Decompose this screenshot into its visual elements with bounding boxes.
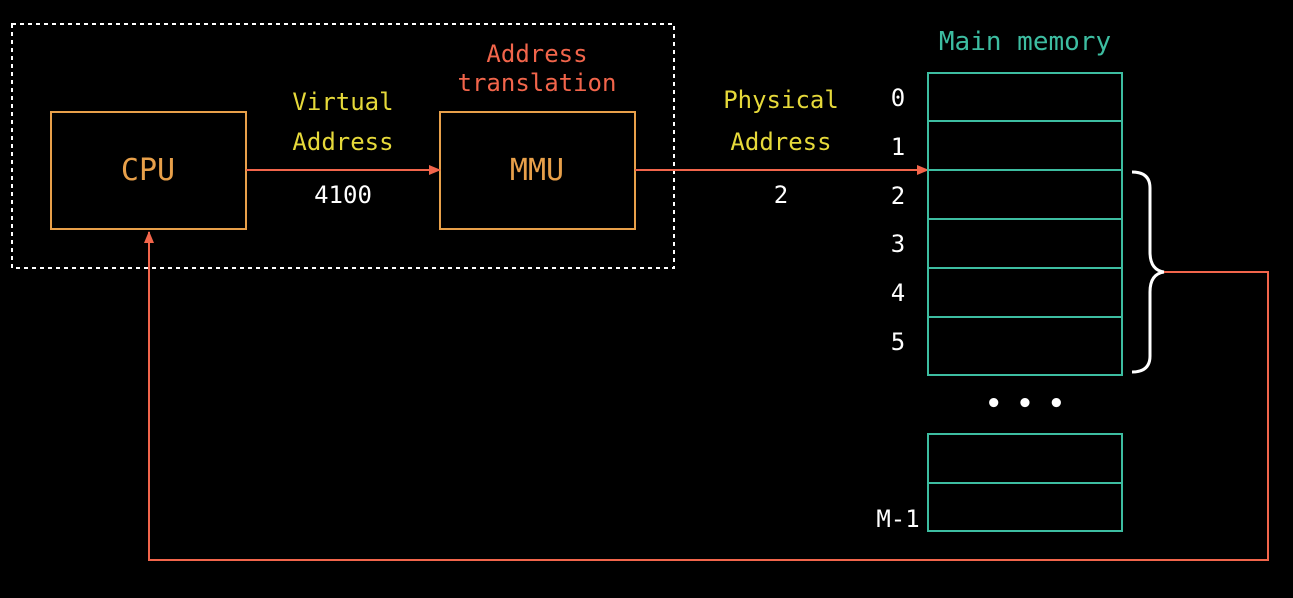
physical-address-value: 2 [774, 181, 788, 209]
memory-row-label: 4 [891, 279, 905, 307]
memory-ellipsis: • • • [986, 389, 1064, 419]
return-data-arrow [144, 231, 1269, 561]
memory-last-label: M-1 [876, 505, 919, 533]
virtual-address-label-line-1: Virtual [292, 88, 393, 116]
memory-cell [927, 433, 1123, 484]
memory-cell [927, 218, 1123, 269]
cpu-label: CPU [121, 153, 175, 188]
mmu-label: MMU [510, 153, 564, 188]
virtual-address-value: 4100 [314, 181, 372, 209]
memory-cell [927, 316, 1123, 376]
right-curly-brace-icon [1131, 170, 1165, 374]
memory-row-label: 5 [891, 328, 905, 356]
physical-address-label-line-2: Address [730, 128, 831, 156]
memory-cell [927, 169, 1123, 220]
mmu-caption-line-1: Address [486, 40, 587, 68]
mmu-caption-line-2: translation [458, 69, 617, 97]
memory-row-label: 1 [891, 133, 905, 161]
cpu-box: CPU [50, 111, 247, 230]
memory-upper-block [927, 72, 1123, 376]
cpu-chip-boundary [11, 23, 675, 269]
memory-row-label: 2 [891, 182, 905, 210]
virtual-address-label-line-2: Address [292, 128, 393, 156]
memory-row-label: 0 [891, 84, 905, 112]
memory-lower-block [927, 433, 1123, 532]
memory-cell [927, 72, 1123, 122]
memory-cell [927, 482, 1123, 532]
mmu-box: MMU [439, 111, 636, 230]
physical-address-label-line-1: Physical [723, 86, 839, 114]
memory-row-label: 3 [891, 230, 905, 258]
main-memory-title: Main memory [939, 27, 1111, 57]
memory-cell [927, 267, 1123, 318]
memory-cell [927, 120, 1123, 171]
